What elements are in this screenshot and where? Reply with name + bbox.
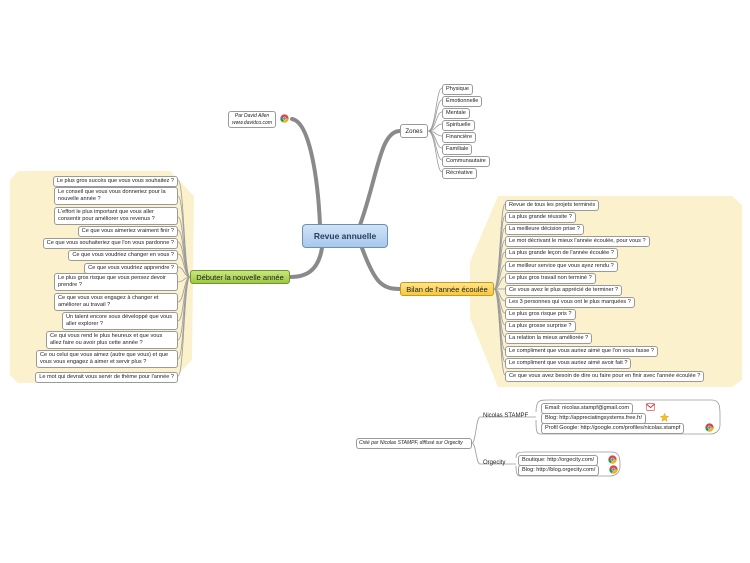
zone-item[interactable]: Spirituelle bbox=[442, 120, 475, 131]
bilan-item[interactable]: Le plus gros risque pris ? bbox=[505, 309, 576, 320]
bilan-item[interactable]: Revue de tous les projets terminés bbox=[505, 200, 600, 211]
chrome-icon bbox=[705, 423, 714, 432]
credit-node[interactable]: Créé par Nicolas STAMPF, diffusé sur Org… bbox=[356, 438, 472, 449]
chrome-icon bbox=[280, 114, 289, 123]
bilan-node[interactable]: Bilan de l'année écoulée bbox=[400, 282, 494, 296]
debuter-item[interactable]: Le plus gros risque que vous pensez devo… bbox=[54, 273, 178, 291]
trunk-bilan bbox=[360, 246, 402, 291]
trunk-zones bbox=[358, 129, 402, 227]
zone-item[interactable]: Récréative bbox=[442, 168, 477, 179]
chrome-icon bbox=[608, 455, 617, 464]
bilan-item[interactable]: La plus grosse surprise ? bbox=[505, 321, 576, 332]
zone-item[interactable]: Communautaire bbox=[442, 156, 490, 167]
debuter-item[interactable]: Le mot qui devrait vous servir de thème … bbox=[35, 372, 178, 383]
zone-item[interactable]: Familiale bbox=[442, 144, 473, 155]
bilan-item[interactable]: Le compliment que vous auriez aimé avoir… bbox=[505, 358, 632, 369]
trunk-attribution bbox=[290, 117, 322, 227]
bilan-item[interactable]: Ce vous avez le plus apprécié de termine… bbox=[505, 285, 623, 296]
central-topic[interactable]: Revue annuelle bbox=[302, 224, 388, 248]
bilan-item[interactable]: Les 3 personnes qui vous ont le plus mar… bbox=[505, 297, 635, 308]
bilan-item[interactable]: La meilleure décision prise ? bbox=[505, 224, 584, 235]
zone-item[interactable]: Émotionnelle bbox=[442, 96, 483, 107]
zone-item[interactable]: Physique bbox=[442, 84, 474, 95]
debuter-item[interactable]: Ce ou celui que vous aimez (autre que vo… bbox=[36, 350, 178, 368]
orgecity-node[interactable]: Orgecity bbox=[483, 460, 506, 466]
orgecity-blog-item[interactable]: Blog: http://blog.orgecity.com/ bbox=[518, 465, 600, 476]
debuter-item[interactable]: Ce qui vous rend le plus heureux et que … bbox=[46, 331, 178, 349]
blogger-icon bbox=[660, 413, 669, 422]
nicolas-node[interactable]: Nicolas STAMPF bbox=[483, 413, 529, 419]
bilan-item[interactable]: Le plus gros travail non terminé ? bbox=[505, 273, 596, 284]
attribution-site: www.davidco.com bbox=[231, 119, 272, 126]
attribution-box: Par David Allen www.davidco.com bbox=[228, 111, 276, 128]
debuter-item[interactable]: Ce que vous vous engagez à changer et am… bbox=[54, 293, 178, 311]
chrome-icon bbox=[609, 465, 618, 474]
debuter-item[interactable]: Ce que vous aimeriez vraiment finir ? bbox=[77, 226, 178, 237]
debuter-item[interactable]: L'effort le plus important que vous alle… bbox=[54, 207, 178, 225]
bilan-item[interactable]: Le compliment que vous auriez aimé que l… bbox=[505, 346, 659, 357]
debuter-item[interactable]: Ce que vous souhaiteriez que l'on vous p… bbox=[42, 238, 178, 249]
zone-item[interactable]: Mentale bbox=[442, 108, 470, 119]
attribution-author: Par David Allen bbox=[234, 113, 270, 119]
debuter-item[interactable]: Le conseil que vous vous donneriez pour … bbox=[54, 187, 178, 205]
trunk-debuter bbox=[288, 246, 324, 279]
google-profile-item[interactable]: Profil Google: http://google.com/profile… bbox=[541, 423, 685, 434]
bilan-item[interactable]: Le mot décrivant le mieux l'année écoulé… bbox=[505, 236, 650, 247]
debuter-item[interactable]: Ce que vous voudriez changer en vous ? bbox=[68, 250, 178, 261]
gmail-icon bbox=[646, 403, 655, 411]
bilan-item[interactable]: La plus grande réussite ? bbox=[505, 212, 576, 223]
debuter-node[interactable]: Débuter la nouvelle année bbox=[190, 270, 290, 284]
zone-item[interactable]: Financière bbox=[442, 132, 477, 143]
debuter-item[interactable]: Le plus gros succès que vous vous souhai… bbox=[52, 176, 178, 187]
zones-node[interactable]: Zones bbox=[400, 124, 428, 138]
bilan-item[interactable]: La plus grande leçon de l'année écoulée … bbox=[505, 248, 618, 259]
bilan-item[interactable]: La relation la mieux améliorée ? bbox=[505, 333, 593, 344]
bilan-item[interactable]: Ce que vous avez besoin de dire ou faire… bbox=[505, 371, 705, 382]
bilan-item[interactable]: Le meilleur service que vous ayez rendu … bbox=[505, 261, 618, 272]
debuter-item[interactable]: Un talent encore sous développé que vous… bbox=[62, 312, 178, 330]
